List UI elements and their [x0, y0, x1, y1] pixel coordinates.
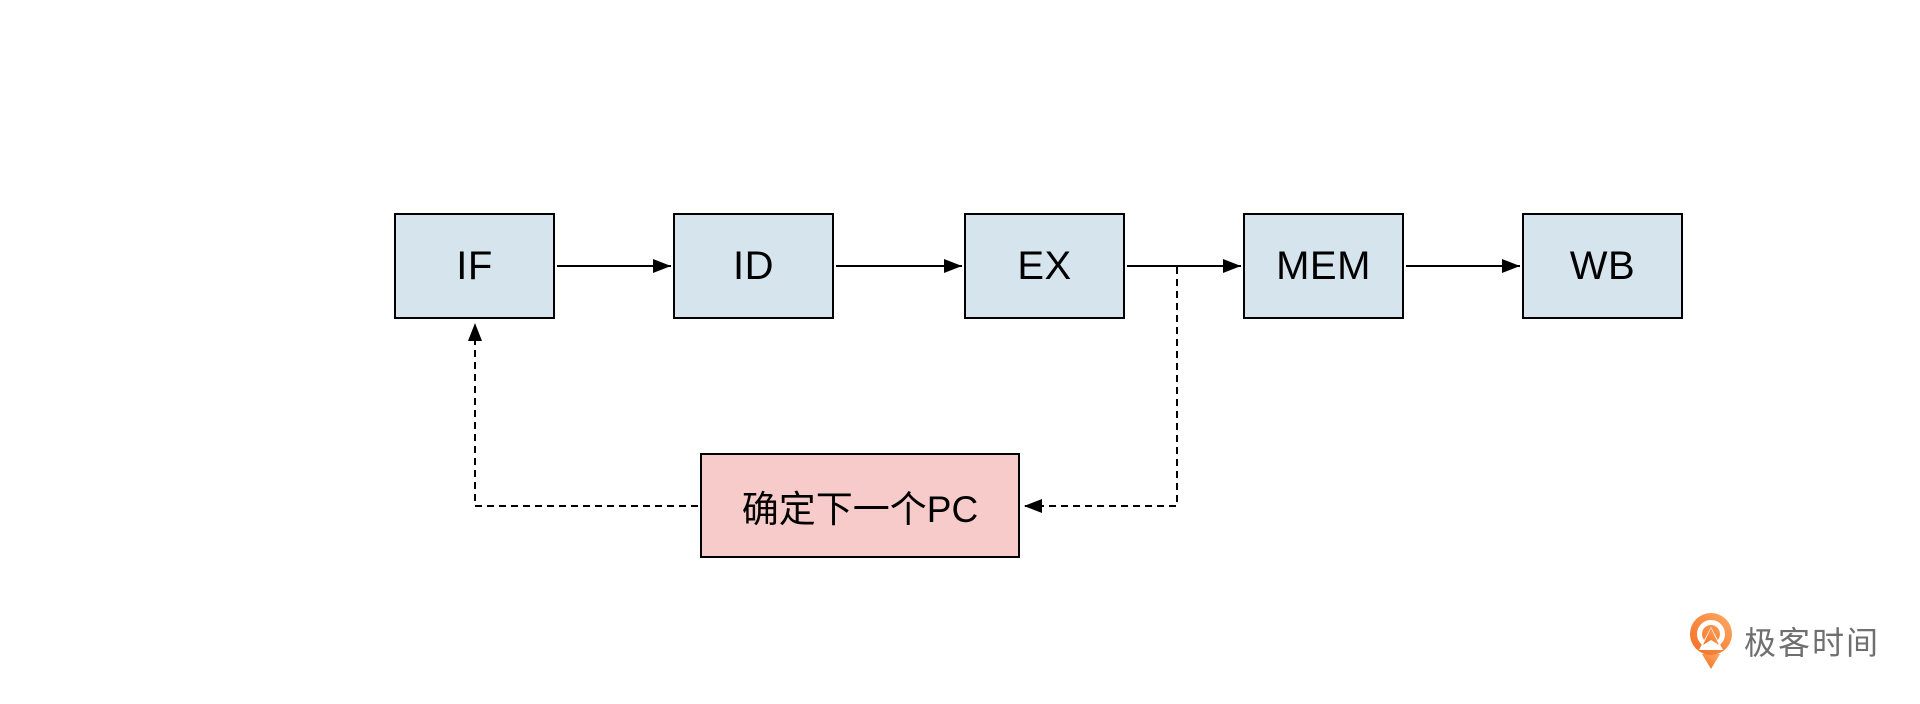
stage-label-mem: MEM	[1276, 243, 1371, 288]
stage-label-wb: WB	[1569, 243, 1636, 288]
stage-box-if: IF	[394, 213, 555, 319]
stage-box-mem: MEM	[1243, 213, 1404, 319]
geektime-logo-icon	[1690, 613, 1732, 669]
stage-box-wb: WB	[1522, 213, 1683, 319]
geektime-logo: 极客时间	[1688, 612, 1880, 670]
stage-label-if: IF	[456, 243, 493, 288]
feedback-label: 确定下一个PC	[741, 488, 979, 530]
stage-box-id: ID	[673, 213, 834, 319]
geektime-logo-text: 极客时间	[1744, 625, 1881, 661]
dashed-arrow-feedback-to-if	[468, 323, 698, 507]
stage-label-id: ID	[733, 243, 774, 288]
stage-box-ex: EX	[964, 213, 1125, 319]
feedback-box-next-pc: 确定下一个PC	[700, 453, 1020, 558]
stage-label-ex: EX	[1017, 243, 1072, 288]
